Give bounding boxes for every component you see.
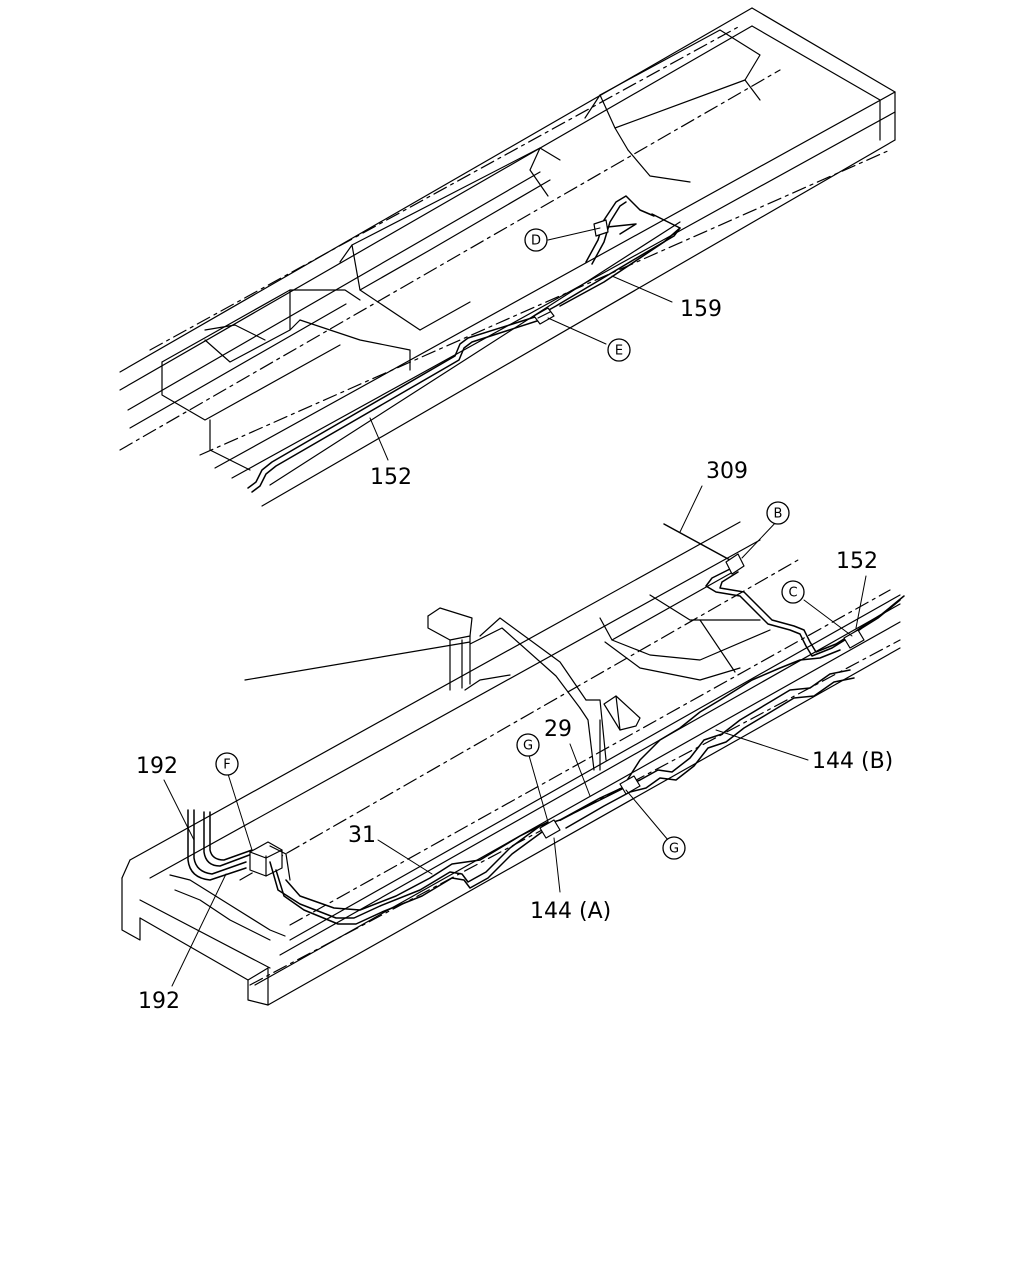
connector-marker-e: E — [607, 338, 631, 362]
svg-text:E: E — [615, 344, 623, 359]
svg-text:G: G — [523, 739, 533, 754]
svg-text:B: B — [774, 507, 783, 522]
svg-text:C: C — [788, 586, 797, 601]
part-label-144b: 144 (B) — [812, 749, 893, 774]
svg-text:G: G — [669, 842, 679, 857]
connector-marker-f: F — [215, 752, 239, 776]
connector-marker-b: B — [766, 501, 790, 525]
connector-marker-c: C — [781, 580, 805, 604]
part-label-309: 309 — [706, 459, 748, 484]
svg-text:D: D — [531, 234, 541, 249]
connector-marker-g-left: G — [516, 733, 540, 757]
part-label-152-top: 152 — [370, 465, 412, 490]
part-label-192-upper: 192 — [136, 754, 178, 779]
part-label-152-bottom: 152 — [836, 549, 878, 574]
part-label-31: 31 — [348, 823, 376, 848]
top-frame-assembly — [119, 7, 896, 507]
connector-marker-d: D — [524, 228, 548, 252]
part-label-192-lower: 192 — [138, 989, 180, 1014]
svg-text:F: F — [223, 758, 230, 773]
part-label-144a: 144 (A) — [530, 899, 611, 924]
connector-marker-g-right: G — [662, 836, 686, 860]
part-label-29: 29 — [544, 717, 572, 742]
top-callouts: D E 159 152 — [369, 227, 722, 490]
bottom-callouts: 309 B 152 C 144 (B) 29 G G 31 144 (A) 19… — [136, 459, 893, 1014]
bottom-frame-assembly — [121, 521, 905, 1006]
part-label-159: 159 — [680, 297, 722, 322]
